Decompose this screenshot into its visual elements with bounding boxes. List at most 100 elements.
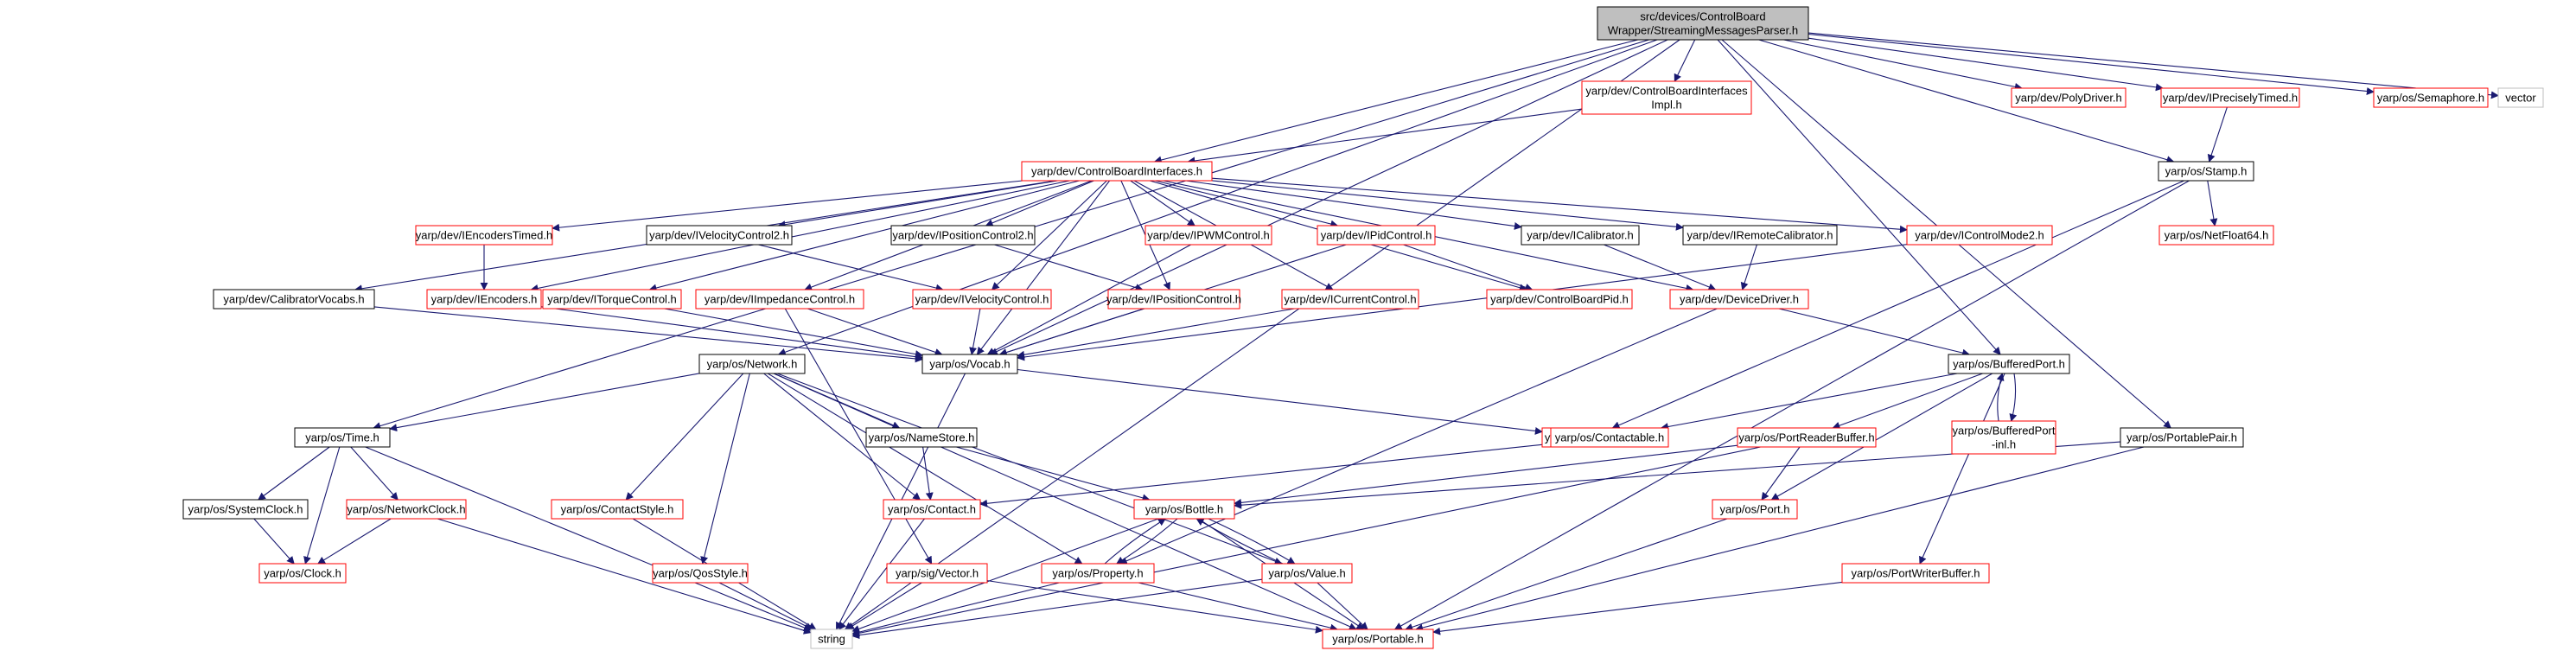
node-icurrentcontrol[interactable]: yarp/dev/ICurrentControl.h <box>1281 289 1419 310</box>
edge-sigvector-to-string <box>845 582 922 630</box>
node-vector[interactable]: vector <box>2497 87 2544 108</box>
edge-cbi-to-ipwmcontrol <box>1130 180 1196 227</box>
node-calibratorvocabs[interactable]: yarp/dev/CalibratorVocabs.h <box>213 289 375 310</box>
edge-portablepair-to-portable <box>1415 446 2145 632</box>
node-iencoderstimed[interactable]: yarp/dev/IEncodersTimed.h <box>415 225 553 246</box>
node-systemclock[interactable]: yarp/os/SystemClock.h <box>182 499 309 520</box>
node-box <box>646 225 793 246</box>
node-label: yarp/dev/DeviceDriver.h <box>1680 293 1799 306</box>
node-label: yarp/dev/CalibratorVocabs.h <box>223 293 364 306</box>
node-box <box>1682 225 1838 246</box>
node-label: Wrapper/StreamingMessagesParser.h <box>1608 24 1798 37</box>
node-controlboardpid[interactable]: yarp/dev/ControlBoardPid.h <box>1486 289 1633 310</box>
node-label: yarp/os/NameStore.h <box>869 431 975 444</box>
node-namestore[interactable]: yarp/os/NameStore.h <box>865 427 978 448</box>
node-label: yarp/os/Contactable.h <box>1555 431 1664 444</box>
node-ipwmcontrol[interactable]: yarp/dev/IPWMControl.h <box>1145 225 1272 246</box>
edge-namestore-to-contact <box>922 446 934 501</box>
node-label: yarp/dev/IImpedanceControl.h <box>705 293 855 306</box>
edge-cbi-to-icontrolmode2 <box>1211 177 1908 233</box>
edge-root-to-network <box>777 39 1658 356</box>
node-contactstyle[interactable]: yarp/os/ContactStyle.h <box>551 499 684 520</box>
edge-bufferedport-to-portreaderbuffer <box>1832 373 1983 430</box>
node-vocab[interactable]: yarp/os/Vocab.h <box>921 354 1018 374</box>
node-semaphore[interactable]: yarp/os/Semaphore.h <box>2373 87 2489 108</box>
edge-property-to-string <box>851 582 1060 636</box>
node-label: yarp/dev/ControlBoardPid.h <box>1490 293 1629 306</box>
edge-time-to-clock <box>303 446 341 565</box>
edge-cbi-to-itorquecontrol <box>648 180 1080 292</box>
node-portwriterbuffer[interactable]: yarp/os/PortWriterBuffer.h <box>1841 563 1990 584</box>
edge-network-to-contactstyle <box>625 373 744 501</box>
node-label: vector <box>2505 92 2536 105</box>
node-networkclock[interactable]: yarp/os/NetworkClock.h <box>346 499 467 520</box>
edge-stamp-to-netint32 <box>1611 180 2184 429</box>
node-ipidcontrol[interactable]: yarp/dev/IPidControl.h <box>1317 225 1436 246</box>
edge-portreaderbuffer-to-string <box>851 446 1761 637</box>
node-label: yarp/os/NetworkClock.h <box>347 503 465 516</box>
node-root[interactable]: src/devices/ControlBoardWrapper/Streamin… <box>1597 6 1809 41</box>
node-port[interactable]: yarp/os/Port.h <box>1712 499 1798 520</box>
edge-value-to-string <box>851 578 1263 640</box>
node-clock[interactable]: yarp/os/Clock.h <box>258 563 347 584</box>
node-ipositioncontrol[interactable]: yarp/dev/IPositionControl.h <box>1106 289 1241 310</box>
node-ipreciselytimed[interactable]: yarp/dev/IPreciselyTimed.h <box>2160 87 2300 108</box>
node-bufferedportinl[interactable]: yarp/os/BufferedPort-inl.h <box>1951 420 2056 455</box>
node-box <box>1281 289 1419 310</box>
edge-bottle-to-property <box>1116 518 1178 565</box>
node-string[interactable]: string <box>810 629 853 649</box>
node-network[interactable]: yarp/os/Network.h <box>698 354 806 374</box>
node-polydriver[interactable]: yarp/dev/PolyDriver.h <box>2011 87 2126 108</box>
node-box <box>1948 354 2070 374</box>
node-box <box>426 289 542 310</box>
node-property[interactable]: yarp/os/Property.h <box>1041 563 1155 584</box>
node-bottle[interactable]: yarp/os/Bottle.h <box>1133 499 1235 520</box>
node-label: yarp/os/Stamp.h <box>2165 165 2248 178</box>
node-bufferedport[interactable]: yarp/os/BufferedPort.h <box>1948 354 2070 374</box>
node-contactable[interactable]: yarp/os/Contactable.h <box>1550 427 1669 448</box>
node-ivelocitycontrol[interactable]: yarp/dev/IVelocityControl.h <box>912 289 1052 310</box>
edge-property-to-portable <box>1138 582 1338 632</box>
node-ivelocitycontrol2[interactable]: yarp/dev/IVelocityControl2.h <box>646 225 793 246</box>
node-qosstyle[interactable]: yarp/os/QosStyle.h <box>652 563 749 584</box>
edge-value-to-portable <box>1317 582 1368 630</box>
node-label: -inl.h <box>1992 438 2016 451</box>
node-icontrolmode2[interactable]: yarp/dev/IControlMode2.h <box>1906 225 2053 246</box>
node-time[interactable]: yarp/os/Time.h <box>294 427 391 448</box>
edge-ivelocitycontrol2-to-ivelocitycontrol <box>758 244 944 292</box>
edge-bottle-to-value <box>1208 518 1296 565</box>
node-label: yarp/os/Value.h <box>1268 567 1345 580</box>
node-itorquecontrol[interactable]: yarp/dev/ITorqueControl.h <box>542 289 682 310</box>
node-portable[interactable]: yarp/os/Portable.h <box>1322 629 1434 649</box>
node-iencoders[interactable]: yarp/dev/IEncoders.h <box>426 289 542 310</box>
edge-stamp-to-portable <box>1393 180 2190 630</box>
edge-cbi-to-iremotecalibrator <box>1211 180 1684 231</box>
node-portablepair[interactable]: yarp/os/PortablePair.h <box>2120 427 2244 448</box>
node-layer: src/devices/ControlBoardWrapper/Streamin… <box>182 6 2544 649</box>
node-icalibrator[interactable]: yarp/dev/ICalibrator.h <box>1521 225 1640 246</box>
edge-bufferedport-to-contactable <box>1660 373 1958 431</box>
node-value[interactable]: yarp/os/Value.h <box>1261 563 1353 584</box>
node-portreaderbuffer[interactable]: yarp/os/PortReaderBuffer.h <box>1737 427 1877 448</box>
node-box <box>2158 225 2274 246</box>
edge-time-to-networkclock <box>350 446 399 501</box>
node-box <box>346 499 467 520</box>
edge-portwriterbuffer-to-portable <box>1432 581 1843 635</box>
node-box <box>1317 225 1436 246</box>
node-box <box>2373 87 2489 108</box>
node-iremotecalibrator[interactable]: yarp/dev/IRemoteCalibrator.h <box>1682 225 1838 246</box>
node-contact[interactable]: yarp/os/Contact.h <box>883 499 981 520</box>
node-cbi[interactable]: yarp/dev/ControlBoardInterfaces.h <box>1021 161 1213 182</box>
node-stamp[interactable]: yarp/os/Stamp.h <box>2158 161 2254 182</box>
node-label: string <box>818 633 845 646</box>
node-devicedriver[interactable]: yarp/dev/DeviceDriver.h <box>1669 289 1809 310</box>
node-ipositioncontrol2[interactable]: yarp/dev/IPositionControl2.h <box>890 225 1036 246</box>
node-box <box>2158 161 2254 182</box>
node-sigvector[interactable]: yarp/sig/Vector.h <box>886 563 988 584</box>
edge-network-to-property <box>767 373 1083 565</box>
edge-networkclock-to-clock <box>317 518 392 565</box>
edge-cbi-to-ivelocitycontrol2 <box>777 180 1058 229</box>
node-netfloat64[interactable]: yarp/os/NetFloat64.h <box>2158 225 2274 246</box>
node-iimpedancecontrol[interactable]: yarp/dev/IImpedanceControl.h <box>695 289 864 310</box>
